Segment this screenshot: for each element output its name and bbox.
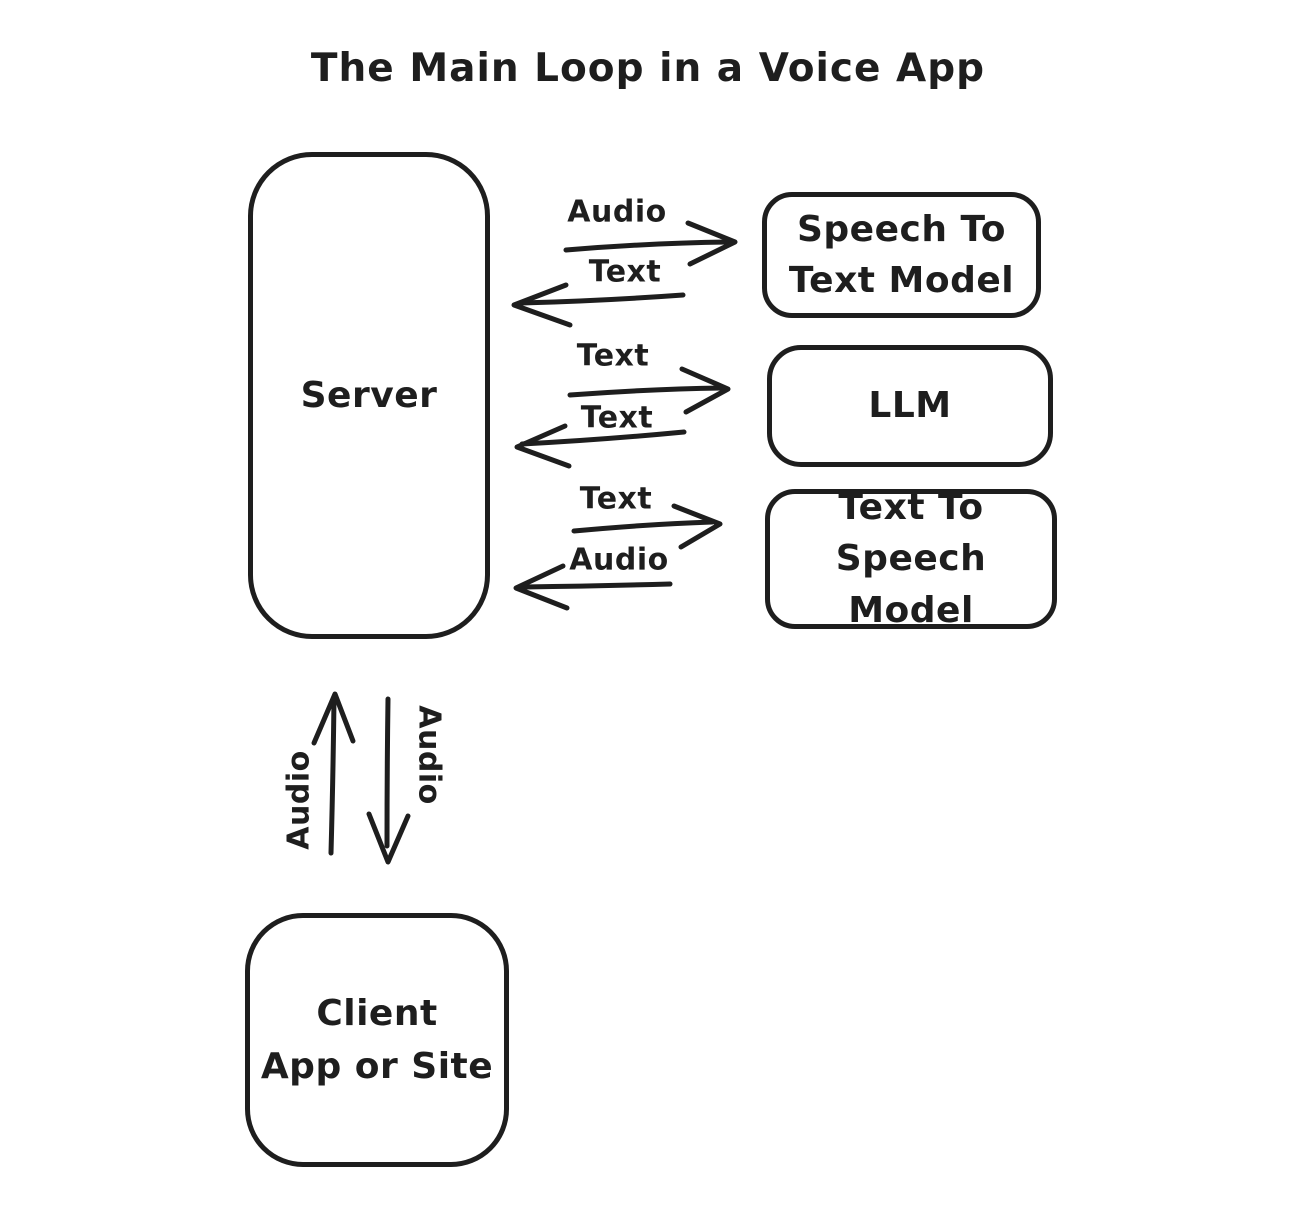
client-node-label-line1: Client	[316, 992, 438, 1034]
edge-label-client-to-server: Audio	[281, 750, 317, 850]
arrow-server-to-client	[366, 696, 411, 865]
arrow-llm-to-server	[514, 423, 687, 469]
speech-to-text-label-line2: Text Model	[788, 260, 1015, 301]
edge-label-tts-to-server: Audio	[569, 542, 669, 578]
server-node-label: Server	[300, 374, 438, 416]
edge-label-server-to-tts: Text	[579, 481, 653, 517]
text-to-speech-label-line1: Text To	[838, 487, 984, 529]
arrow-server-to-stt	[563, 220, 738, 267]
arrow-server-to-llm	[567, 366, 731, 415]
arrow-tts-to-server	[513, 563, 673, 611]
speech-to-text-node: Speech To Text Model	[762, 192, 1041, 318]
arrow-client-to-server	[311, 691, 356, 856]
edge-label-server-to-llm: Text	[576, 338, 650, 374]
text-to-speech-label-line2: Speech Model	[835, 538, 987, 631]
diagram-title: The Main Loop in a Voice App	[310, 46, 986, 91]
edge-label-llm-to-server: Text	[580, 400, 654, 436]
arrow-server-to-tts	[571, 503, 723, 550]
arrow-stt-to-server	[511, 282, 686, 328]
client-node: Client App or Site	[245, 913, 509, 1167]
text-to-speech-node: Text To Speech Model	[765, 487, 1057, 631]
llm-node: LLM	[767, 345, 1053, 467]
client-node-label-line2: App or Site	[260, 1046, 494, 1087]
speech-to-text-label-line1: Speech To	[796, 208, 1007, 250]
server-node: Server	[248, 152, 490, 639]
edge-label-stt-to-server: Text	[588, 254, 662, 290]
edge-label-server-to-client: Audio	[411, 705, 447, 805]
llm-node-label: LLM	[868, 385, 952, 427]
edge-label-server-to-stt: Audio	[567, 194, 667, 230]
